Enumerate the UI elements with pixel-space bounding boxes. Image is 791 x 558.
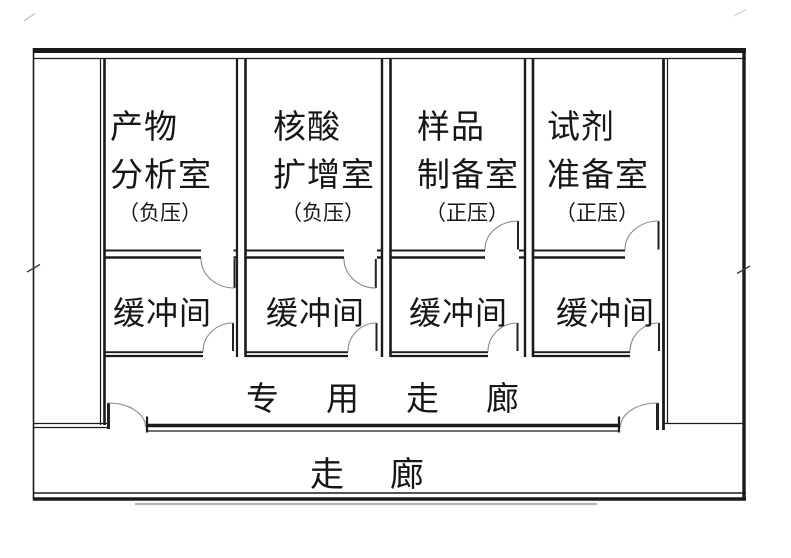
door-dedicated-corridor-right [619,402,659,430]
door-swing-arc [108,402,147,428]
door-swing-arc [347,322,377,352]
dedicated-corridor-bottom-wall [33,416,744,433]
pressure-label: （正压） [555,201,639,225]
door-swing-arc [619,402,658,428]
room-name-line: 分析室 [110,155,212,194]
tick-mark [26,263,41,273]
door-swing-arc [200,258,235,289]
room-name-line: 制备室 [417,155,519,194]
door-swing-arc [202,322,234,352]
door-nucleic-acid-amplification-room [343,258,377,289]
room-label-sample-preparation: 样品 制备室 （正压） [417,103,519,226]
room-name-line: 准备室 [547,155,649,194]
buffer-corridor-walls [104,351,630,358]
door-swing-arc [487,322,518,352]
door-buffer-room-1 [202,322,234,352]
interior-vertical-walls [99,58,669,430]
tick-marks [23,8,751,506]
door-swing-arc [629,322,660,352]
door-buffer-room-4 [629,322,660,352]
buffer-room-1-label: 缓冲间 [113,294,213,332]
door-product-analysis-room [200,258,236,289]
room-buffer-divider-walls [104,249,625,259]
room-name-line: 试剂 [547,107,615,146]
room-name-line: 样品 [417,107,485,146]
buffer-room-2-label: 缓冲间 [266,294,366,332]
dedicated-corridor-label: 专用走廊 [246,379,566,418]
pressure-label: （正压） [425,201,509,225]
door-swing-arc [624,220,659,250]
room-label-product-analysis: 产物 分析室 （负压） [110,103,212,226]
room-name-line: 扩增室 [273,155,375,194]
buffer-room-3-label: 缓冲间 [409,294,509,332]
room-label-nucleic-acid-amplification: 核酸 扩增室 （负压） [273,103,375,226]
door-sample-preparation-room [484,220,519,250]
door-swing-arc [484,220,519,250]
door-symbols [107,220,660,430]
tick-mark [736,265,751,275]
pressure-label: （负压） [118,201,202,225]
room-name-line: 核酸 [273,107,341,146]
door-buffer-room-2 [347,322,378,352]
door-buffer-room-3 [487,322,519,352]
room-name-line: 产物 [110,107,178,146]
tick-mark [733,8,747,17]
public-corridor-label: 走廊 [310,455,470,495]
room-label-reagent-preparation: 试剂 准备室 （正压） [547,103,649,226]
outer-boundary-walls [32,48,746,501]
door-dedicated-corridor-left [107,402,147,429]
buffer-room-4-label: 缓冲间 [556,294,656,332]
tick-mark [23,13,36,22]
door-swing-arc [343,258,376,289]
door-reagent-preparation-room [624,220,660,250]
pressure-label: （负压） [281,201,365,225]
